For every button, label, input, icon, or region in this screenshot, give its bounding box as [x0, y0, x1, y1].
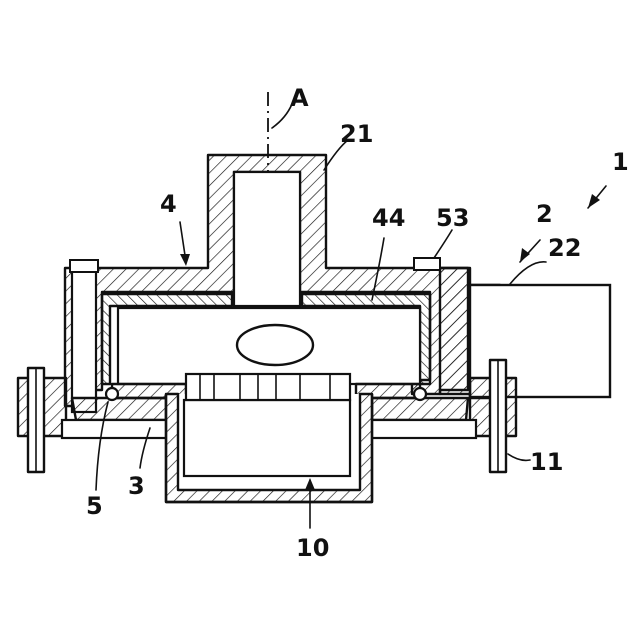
- left-post-cap: [70, 260, 98, 272]
- label-5: 5: [86, 492, 103, 520]
- arrow-2: [520, 248, 530, 262]
- seal-right: [414, 388, 426, 400]
- label-2: 2: [536, 200, 553, 228]
- seal-left: [106, 388, 118, 400]
- base-plate-right: [372, 398, 468, 420]
- label-axis: A: [290, 84, 309, 112]
- top-nut-right: [414, 258, 440, 270]
- label-11: 11: [530, 448, 563, 476]
- base-plate: [72, 398, 166, 420]
- label-21: 21: [340, 120, 373, 148]
- left-post: [72, 264, 96, 412]
- label-1: 1: [612, 148, 629, 176]
- label-22: 22: [548, 234, 581, 262]
- label-3: 3: [128, 472, 145, 500]
- filter-cup-inner: [184, 400, 350, 476]
- oval-opening: [237, 325, 313, 365]
- label-4: 4: [160, 190, 177, 218]
- label-10: 10: [296, 534, 329, 562]
- label-53: 53: [436, 204, 469, 232]
- label-44: 44: [372, 204, 405, 232]
- filter-top: [186, 374, 350, 400]
- arrow-4: [180, 254, 190, 266]
- pipe-bore: [234, 172, 300, 306]
